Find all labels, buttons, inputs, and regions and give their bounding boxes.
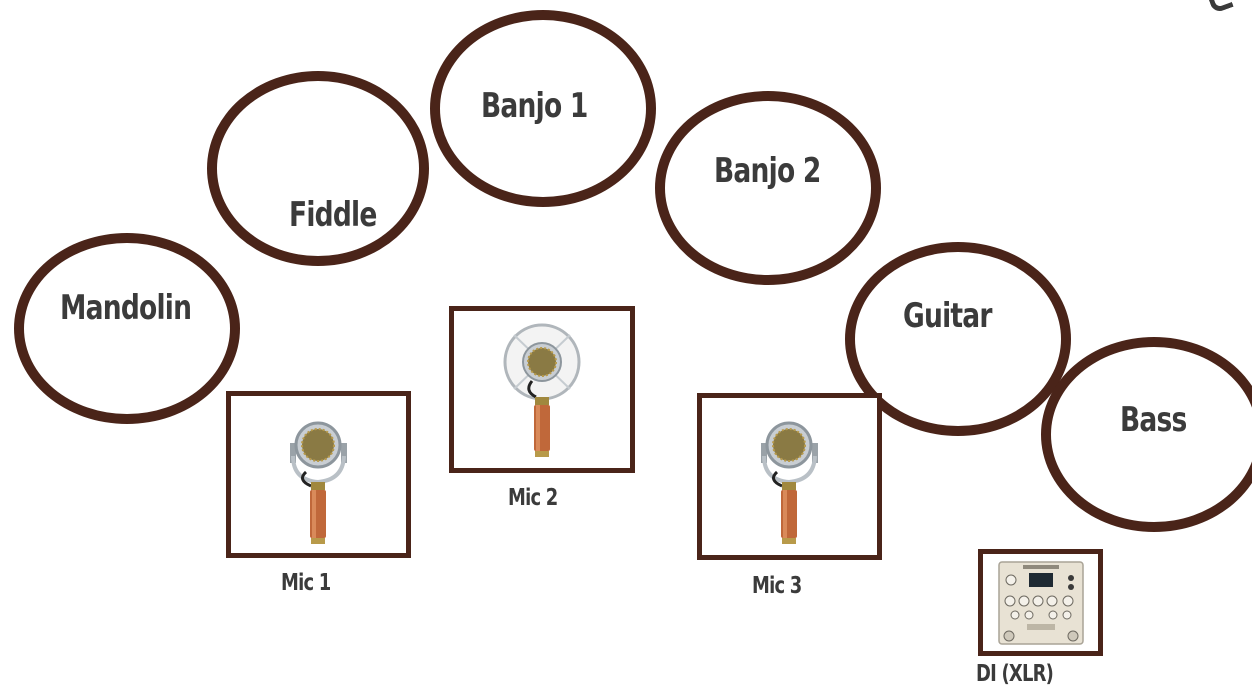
instrument-label-fiddle: Fiddle bbox=[289, 195, 377, 235]
device-label-mic-2: Mic 2 bbox=[508, 485, 558, 511]
instrument-label-bass: Bass bbox=[1120, 400, 1187, 440]
di-preamp-pedal-icon bbox=[998, 561, 1084, 645]
instrument-circle-banjo-1 bbox=[430, 10, 656, 207]
ribbon-microphone-icon bbox=[761, 421, 818, 544]
instrument-circle-bass bbox=[1041, 337, 1252, 532]
instrument-circle-mandolin bbox=[14, 233, 240, 424]
device-label-mic-1: Mic 1 bbox=[281, 570, 331, 596]
instrument-label-mandolin: Mandolin bbox=[60, 288, 192, 328]
ribbon-microphone-icon bbox=[290, 421, 347, 544]
instrument-circle-fiddle bbox=[207, 71, 429, 266]
device-frame-di bbox=[978, 549, 1103, 656]
device-frame-mic-1 bbox=[226, 391, 411, 558]
instrument-circle-banjo-2 bbox=[655, 91, 881, 285]
device-label-di: DI (XLR) bbox=[976, 661, 1054, 687]
shockmount-microphone-icon bbox=[503, 323, 581, 457]
device-frame-mic-2 bbox=[449, 306, 635, 473]
corner-glyph-fragment bbox=[1205, 0, 1234, 14]
device-frame-mic-3 bbox=[697, 393, 882, 560]
instrument-label-guitar: Guitar bbox=[903, 296, 992, 336]
instrument-circle-guitar bbox=[845, 242, 1071, 436]
device-label-mic-3: Mic 3 bbox=[752, 573, 802, 599]
instrument-label-banjo-1: Banjo 1 bbox=[481, 86, 588, 126]
instrument-label-banjo-2: Banjo 2 bbox=[714, 151, 821, 191]
